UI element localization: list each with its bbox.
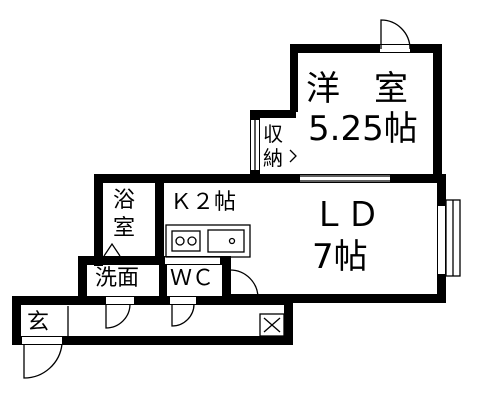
kitchen-label: Ｋ２帖: [170, 190, 237, 215]
thin-lines: [23, 19, 461, 379]
door-swing-entrance: [23, 343, 63, 379]
entrance-label: 玄: [27, 310, 50, 335]
living-dining-size: 7帖: [312, 237, 368, 277]
washroom-label: 洗面: [95, 266, 140, 291]
bath-label-bottom: 室: [113, 216, 136, 241]
western-room-size: 5.25帖: [308, 109, 418, 149]
door-swing-wc: [229, 269, 259, 299]
storage-label-top: 収: [263, 122, 283, 146]
bath-label-top: 浴: [113, 188, 136, 213]
storage-label-bottom: 納: [263, 146, 283, 170]
western-room-name: 洋 室: [306, 69, 408, 109]
living-dining-name: ＬＤ: [312, 195, 380, 235]
toilet-label: ＷＣ: [170, 266, 215, 291]
door-swing-western: [380, 19, 411, 50]
